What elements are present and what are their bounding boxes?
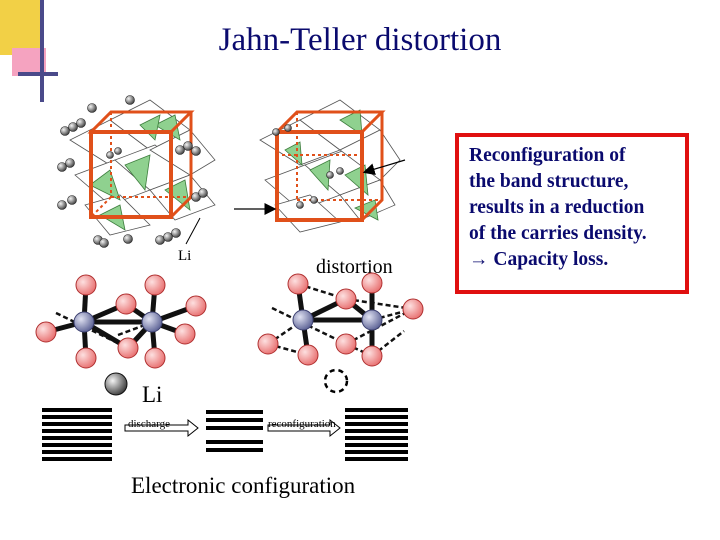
label-distortion: distortion [316, 256, 393, 278]
label-reconfiguration: reconfiguration [268, 418, 336, 430]
lattice-left [35, 274, 207, 369]
info-line: Reconfiguration of [469, 145, 626, 166]
label-li-small: Li [178, 248, 191, 264]
label-li-large: Li [142, 382, 162, 407]
lattice-right [257, 272, 424, 367]
info-conclusion: → Capacity loss. [469, 247, 679, 273]
li-ion-sphere [104, 372, 128, 396]
info-box: Reconfiguration of the band structure, r… [455, 133, 689, 294]
deco-yellow-bar [0, 0, 42, 55]
crystal-structure-left [57, 95, 216, 248]
discharge-arrow [124, 418, 199, 438]
deco-blue-horizontal-line [18, 72, 58, 76]
slide-title: Jahn-Teller distortion [218, 22, 502, 58]
label-discharge: discharge [128, 418, 170, 430]
energy-levels-left [42, 408, 112, 461]
reconfiguration-arrow [267, 418, 341, 438]
info-line: results in a reduction [469, 197, 645, 218]
energy-levels-right [345, 408, 408, 461]
deco-blue-vertical-line [40, 0, 44, 102]
info-line: the band structure, [469, 171, 629, 192]
info-line: of the carries density. [469, 223, 647, 244]
li-vacancy [323, 368, 349, 394]
right-arrow-icon: → [469, 249, 489, 270]
electronic-configuration-caption: Electronic configuration [131, 473, 356, 498]
crystal-structure-right [234, 99, 406, 233]
energy-levels-middle [206, 410, 263, 452]
capacity-loss-text: Capacity loss. [493, 249, 609, 270]
